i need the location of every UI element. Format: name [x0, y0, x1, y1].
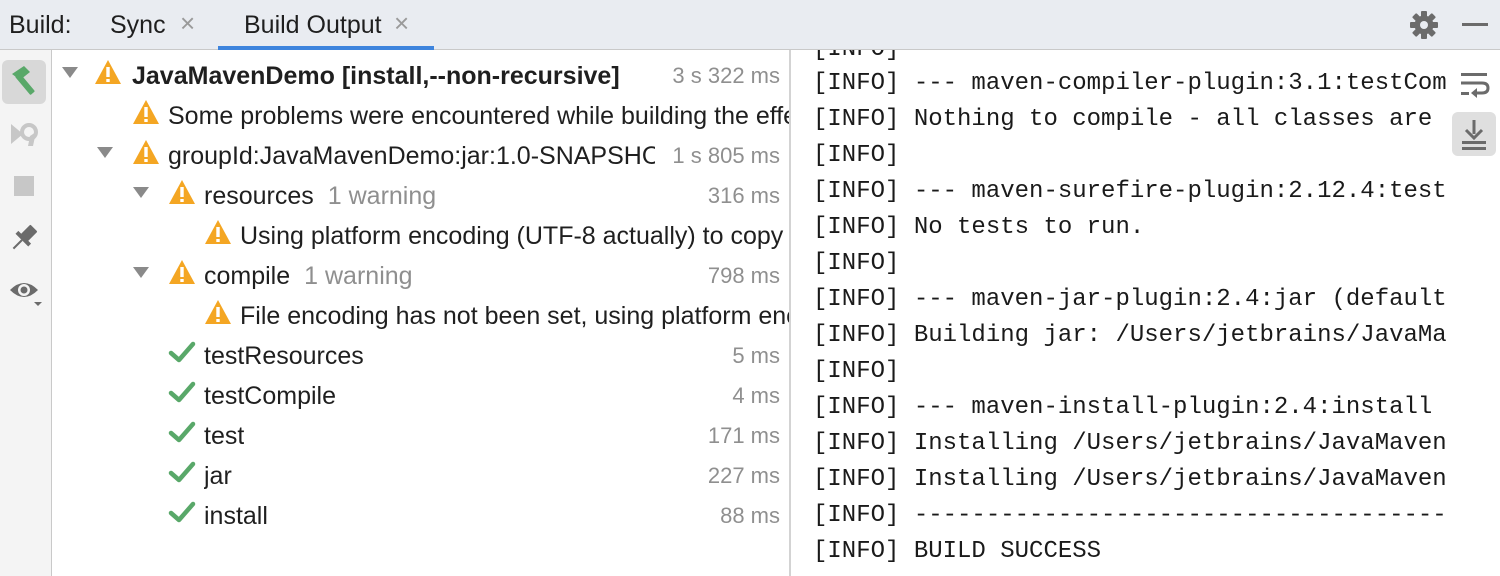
tree-row-label: JavaMavenDemo [install,--non-recursive]: [132, 62, 620, 90]
console-line: [INFO] Installing /Users/jetbrains/JavaM…: [813, 430, 1446, 457]
checkmark-icon: [168, 501, 196, 523]
warning-icon: [133, 100, 159, 124]
tree-row-label: groupId:JavaMavenDemo:jar:1.0-SNAPSHOT: [168, 142, 655, 170]
minimize-icon[interactable]: [1462, 23, 1488, 26]
tree-row-test-compile[interactable]: testCompile 4 ms: [53, 375, 789, 415]
tab-sync-label: Sync: [110, 11, 166, 39]
tree-row-label: jar: [204, 462, 232, 490]
expand-arrow-icon[interactable]: [59, 61, 81, 83]
warning-icon: [169, 260, 195, 284]
warning-count: 1 warning: [304, 262, 413, 290]
tree-row-label: resources 1 warning: [204, 182, 436, 211]
tree-row-module[interactable]: groupId:JavaMavenDemo:jar:1.0-SNAPSHOT 1…: [53, 135, 789, 175]
tab-sync-close-icon[interactable]: ×: [180, 8, 196, 38]
checkmark-icon: [168, 341, 196, 363]
tab-sync[interactable]: Sync ×: [98, 0, 214, 50]
gear-icon[interactable]: [1406, 8, 1442, 42]
console-line: [INFO] Building jar: /Users/jetbrains/Ja…: [813, 322, 1446, 349]
pin-icon[interactable]: [2, 216, 46, 260]
console-line: [INFO] ---------------------------------…: [813, 502, 1446, 529]
build-label: Build:: [9, 11, 72, 39]
right-toolbar: [1446, 50, 1500, 576]
console-line: [INFO] --- maven-install-plugin:2.4:inst…: [813, 394, 1446, 421]
tree-row-resources[interactable]: resources 1 warning 316 ms: [53, 175, 789, 215]
tree-row-name: resources: [204, 182, 314, 210]
tree-row-label: test: [204, 422, 245, 450]
console-line: [INFO] Installing /Users/jetbrains/JavaM…: [813, 466, 1446, 493]
tree-row-compile[interactable]: compile 1 warning 798 ms: [53, 255, 789, 295]
warning-count: 1 warning: [327, 182, 437, 210]
tree-row-label: compile 1 warning: [204, 262, 413, 291]
console-line: [INFO] --- maven-compiler-plugin:3.1:tes…: [813, 70, 1446, 97]
tree-row-label: File encoding has not been set, using pl…: [240, 302, 789, 330]
tree-row-problem[interactable]: File encoding has not been set, using pl…: [53, 295, 789, 335]
tree-row-name: compile: [204, 262, 291, 290]
console-line: [INFO] No tests to run.: [813, 214, 1145, 241]
checkmark-icon: [168, 421, 196, 443]
build-tree[interactable]: JavaMavenDemo [install,--non-recursive] …: [53, 50, 789, 576]
warning-icon: [205, 300, 231, 324]
tab-build-output[interactable]: Build Output ×: [218, 0, 434, 51]
tab-build-output-close-icon[interactable]: ×: [394, 8, 410, 38]
rerun-icon[interactable]: [2, 112, 46, 156]
console-line: [INFO]: [813, 358, 900, 385]
hammer-icon[interactable]: [2, 60, 46, 104]
tab-build-output-label: Build Output: [244, 11, 382, 39]
console-line: [INFO]: [813, 250, 900, 277]
warning-icon: [95, 60, 121, 84]
tree-row-label: testResources: [204, 342, 364, 370]
build-tool-window-header: Build: Sync × Build Output ×: [0, 0, 1500, 51]
warning-icon: [205, 220, 231, 244]
stop-icon[interactable]: [2, 164, 46, 208]
left-toolbar: [0, 50, 52, 576]
warning-icon: [133, 140, 159, 164]
console-line: [INFO] Nothing to compile - all classes …: [813, 106, 1446, 133]
tree-row-time: 1 s 805 ms: [672, 143, 780, 168]
tree-row-time: 798 ms: [707, 263, 780, 288]
console-line: [INFO]: [813, 50, 899, 72]
tree-row-time: 88 ms: [720, 503, 780, 528]
tree-row-test-resources[interactable]: testResources 5 ms: [53, 335, 789, 375]
tree-row-problem[interactable]: Some problems were encountered while bui…: [53, 95, 789, 135]
expand-arrow-icon[interactable]: [94, 141, 116, 163]
tree-row-problem[interactable]: Using platform encoding (UTF-8 actually)…: [53, 215, 789, 255]
expand-arrow-icon[interactable]: [130, 181, 152, 203]
tree-row-test[interactable]: test 171 ms: [53, 415, 789, 455]
warning-icon: [169, 180, 195, 204]
eye-icon[interactable]: [2, 268, 46, 312]
tree-row-label: Using platform encoding (UTF-8 actually)…: [240, 222, 789, 250]
tree-row-label: Some problems were encountered while bui…: [168, 102, 789, 130]
console-line: [INFO] BUILD SUCCESS: [813, 538, 1102, 565]
checkmark-icon: [168, 461, 196, 483]
build-output-console[interactable]: [INFO] [INFO] --- maven-compiler-plugin:…: [791, 50, 1446, 576]
expand-arrow-icon[interactable]: [130, 261, 152, 283]
tree-row-root[interactable]: JavaMavenDemo [install,--non-recursive] …: [53, 55, 789, 95]
scroll-to-end-icon[interactable]: [1452, 112, 1496, 156]
tree-row-install[interactable]: install 88 ms: [53, 495, 789, 535]
checkmark-icon: [168, 381, 196, 403]
tree-row-time: 316 ms: [707, 183, 780, 208]
tree-row-time: 171 ms: [707, 423, 780, 448]
console-line: [INFO] --- maven-jar-plugin:2.4:jar (def…: [813, 286, 1446, 313]
console-line: [INFO]: [813, 142, 900, 169]
tree-row-label: testCompile: [204, 382, 336, 410]
tree-row-label: install: [204, 502, 268, 530]
active-tab-indicator: [218, 46, 434, 51]
tree-row-time: 5 ms: [732, 343, 780, 368]
soft-wrap-icon[interactable]: [1452, 62, 1496, 106]
tree-row-time: 4 ms: [732, 383, 780, 408]
tree-row-time: 227 ms: [707, 463, 780, 488]
console-line: [INFO] --- maven-surefire-plugin:2.12.4:…: [813, 178, 1446, 205]
panel-splitter[interactable]: [789, 50, 791, 576]
tree-row-jar[interactable]: jar 227 ms: [53, 455, 789, 495]
tree-row-time: 3 s 322 ms: [672, 63, 780, 88]
